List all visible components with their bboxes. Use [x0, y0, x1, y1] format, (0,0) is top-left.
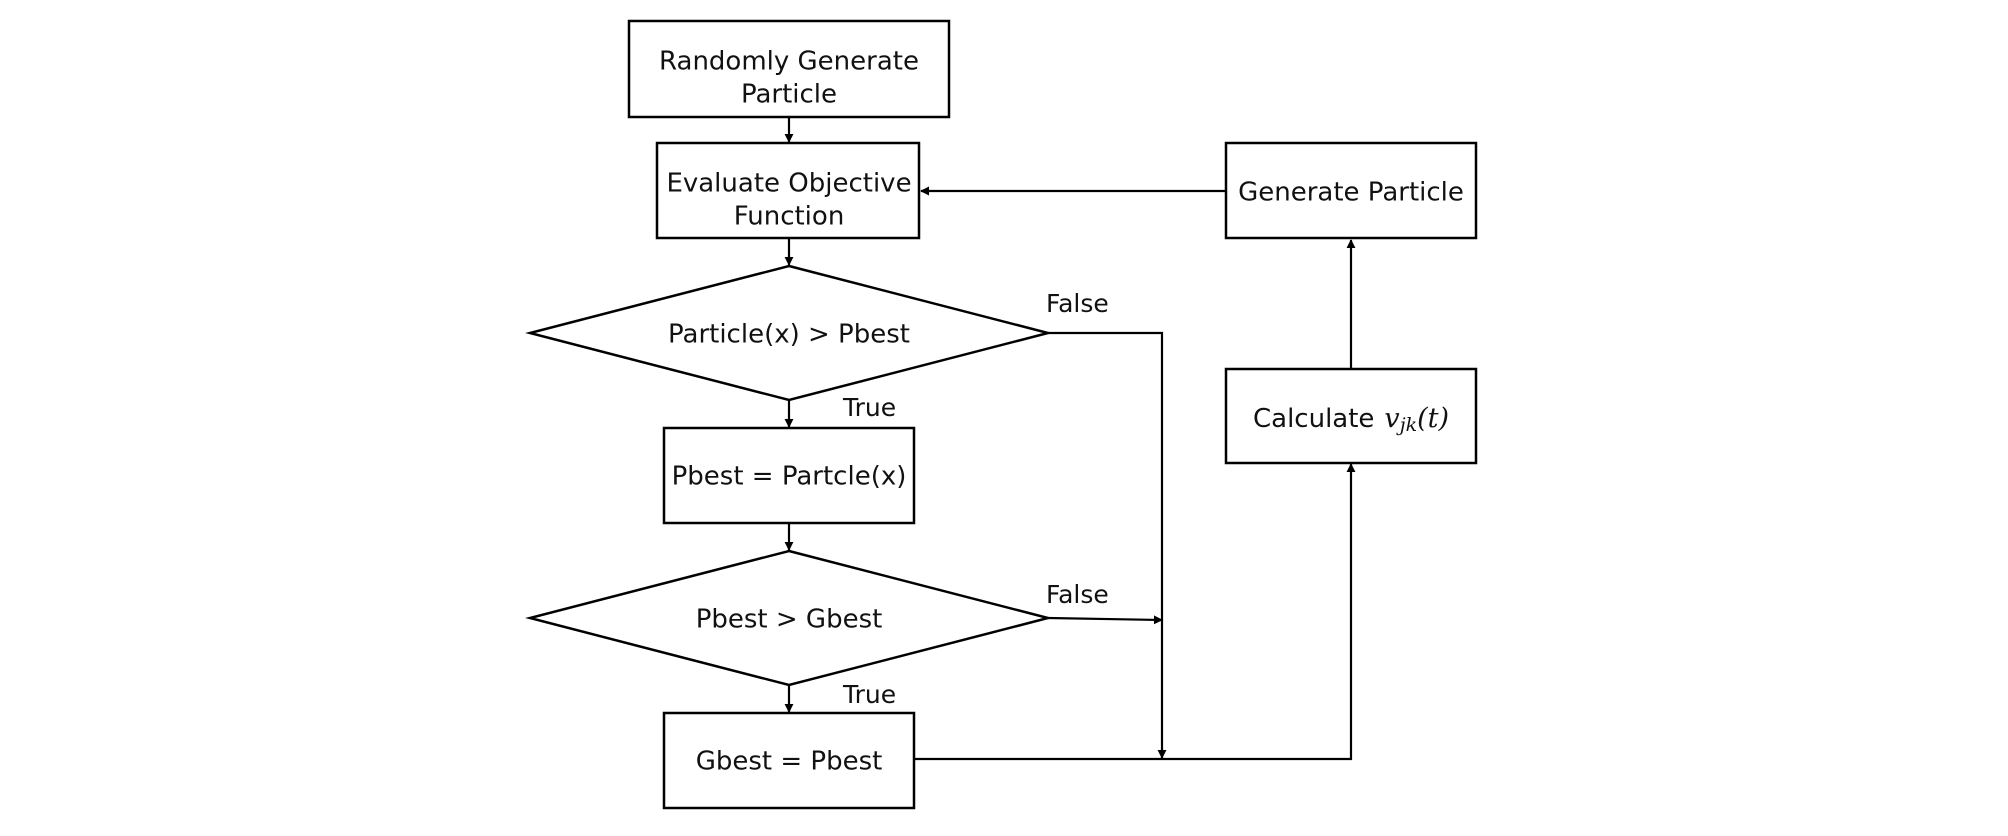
node-set-pbest: Pbest = Partcle(x) [662, 426, 916, 525]
label-decision-gbest-false: False [1046, 580, 1109, 609]
node-evaluate-line2: Function [734, 202, 845, 232]
arrow-decision-gbest-false [1047, 615, 1163, 625]
decision-particle-gt-pbest-text: Particle(x) > Pbest [668, 320, 910, 350]
connectors [784, 118, 1356, 761]
node-set-pbest-text: Pbest = Partcle(x) [672, 462, 907, 492]
node-generate-particle: Generate Particle [1224, 141, 1478, 240]
node-set-gbest: Gbest = Pbest [662, 711, 916, 810]
velocity-argument: (t) [1417, 403, 1449, 434]
edge-labels: False True False True [842, 289, 1109, 709]
label-decision-pbest-true: True [842, 393, 896, 422]
node-set-gbest-text: Gbest = Pbest [696, 747, 883, 777]
label-decision-gbest-true: True [842, 680, 896, 709]
node-calculate-velocity: Calculate vjk(t) [1224, 367, 1478, 465]
node-calculate-prefix: Calculate [1253, 404, 1374, 434]
arrow-decision-pbest-false [1048, 331, 1167, 759]
node-randomly-generate-particle-line1: Randomly Generate [659, 47, 919, 77]
node-randomly-generate-particle-line2: Particle [741, 80, 837, 110]
node-randomly-generate-particle: Randomly Generate Particle [627, 19, 951, 119]
decision-pbest-gt-gbest: Pbest > Gbest [525, 549, 1053, 687]
velocity-symbol: v [1384, 403, 1399, 434]
label-decision-pbest-false: False [1046, 289, 1109, 318]
node-evaluate-line1: Evaluate Objective [666, 169, 911, 199]
node-calculate-velocity-text: Calculate vjk(t) [1253, 403, 1449, 437]
node-generate-particle-text: Generate Particle [1238, 178, 1464, 208]
decision-pbest-gt-gbest-text: Pbest > Gbest [696, 605, 883, 635]
decision-particle-gt-pbest: Particle(x) > Pbest [525, 264, 1053, 402]
velocity-subscript: jk [1396, 414, 1417, 436]
node-evaluate-objective-function: Evaluate Objective Function [655, 141, 921, 240]
arrow-set-gbest-to-calculate [914, 463, 1356, 761]
